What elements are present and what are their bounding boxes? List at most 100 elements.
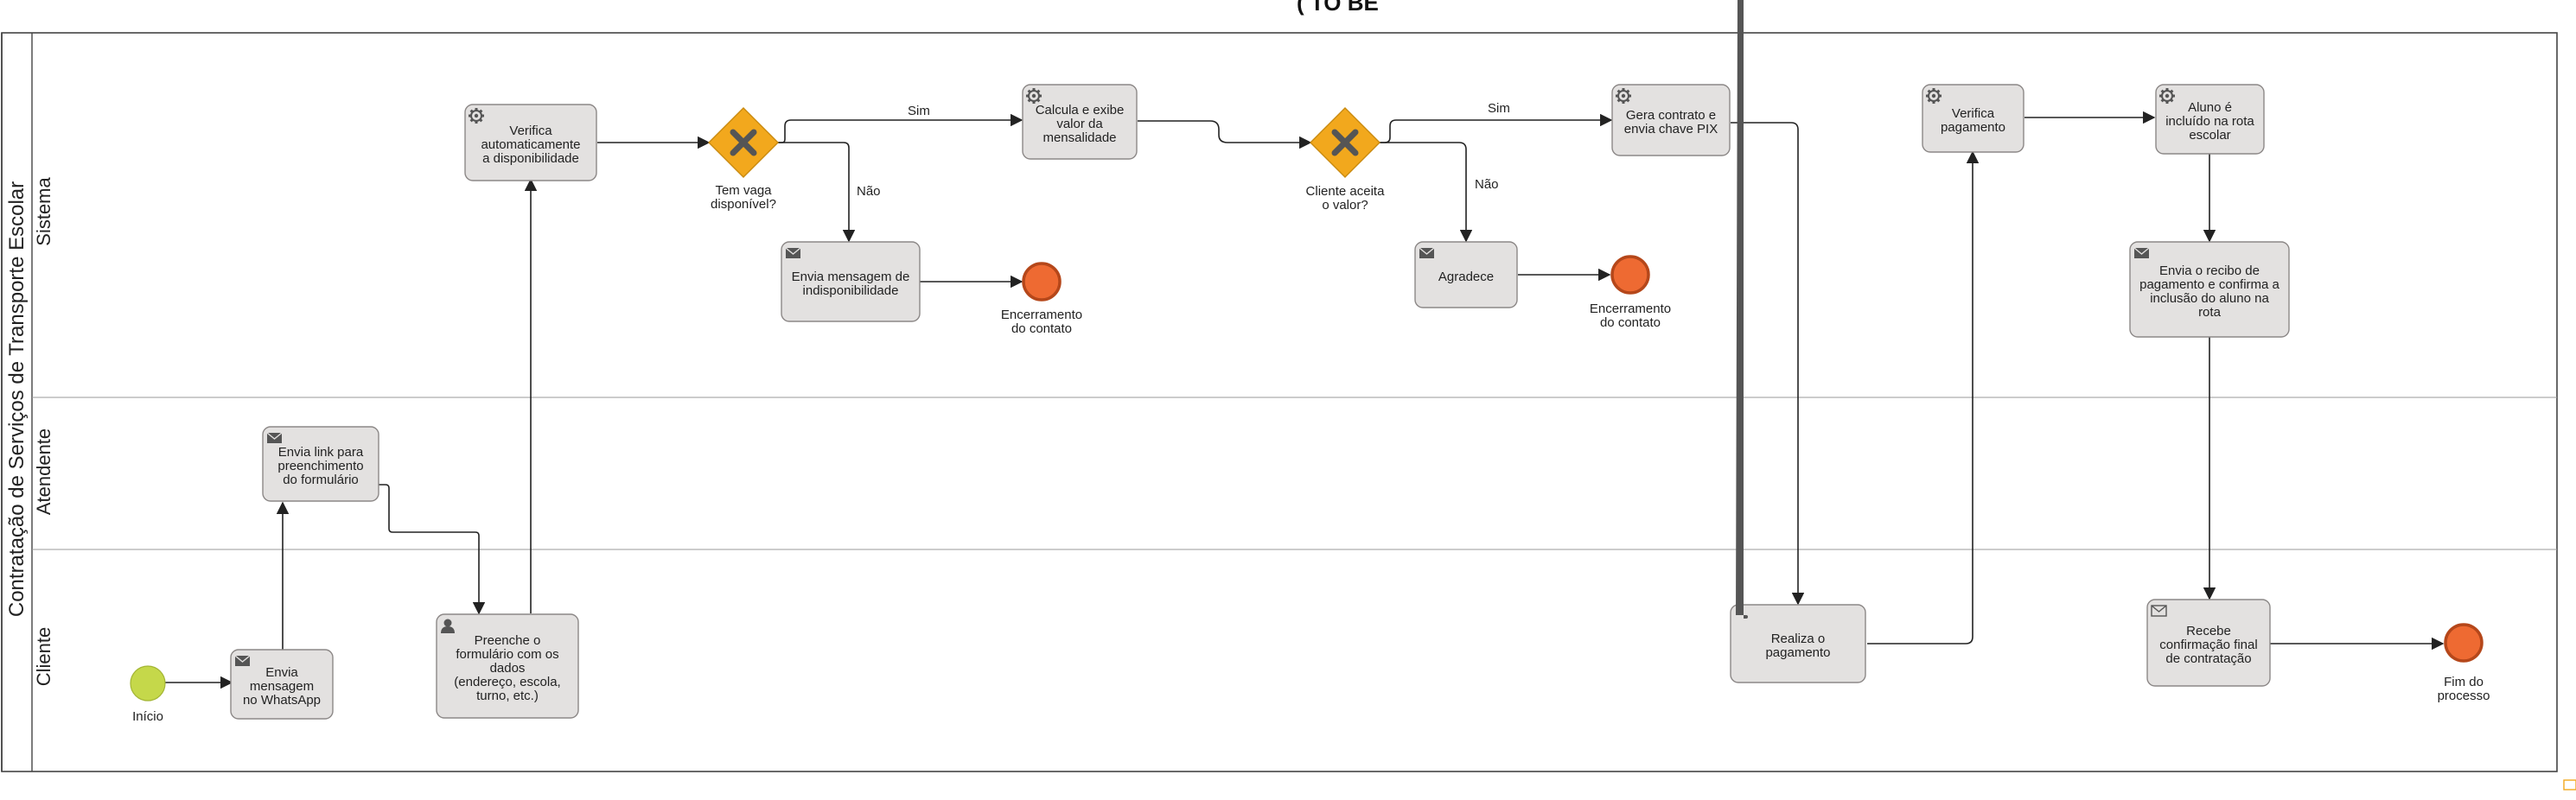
task-label-line: pagamento bbox=[1765, 645, 1830, 660]
task-label-line: do formulário bbox=[283, 473, 359, 487]
gear-icon bbox=[469, 108, 484, 124]
task-label-line: rota bbox=[2198, 305, 2222, 320]
lane-label-atendente: Atendente bbox=[33, 429, 54, 515]
envelope-filled-icon bbox=[2133, 247, 2150, 258]
flow-label-nao-2: Não bbox=[1475, 177, 1499, 192]
task-label-line: incluído na rota bbox=[2165, 114, 2254, 129]
event-label-line: processo bbox=[2438, 689, 2490, 703]
end-event-circle bbox=[1022, 262, 1062, 302]
gear-icon bbox=[1616, 88, 1631, 104]
task-label-line: mensalidade bbox=[1043, 130, 1116, 145]
hand-icon bbox=[1736, 0, 1748, 623]
corner-badge bbox=[2563, 779, 2576, 790]
task-label-line: Verifica bbox=[509, 124, 552, 138]
pool: Contratação de Serviços de Transporte Es… bbox=[1, 32, 2558, 772]
task-label-line: Verifica bbox=[1952, 106, 1995, 121]
envelope-filled-icon bbox=[234, 655, 251, 666]
task-label-line: mensagem bbox=[250, 679, 314, 694]
end-event-circle bbox=[1610, 255, 1650, 295]
task-label-line: Agradece bbox=[1438, 270, 1494, 284]
envelope-filled-icon bbox=[1419, 247, 1435, 258]
task-label-line: Envia link para bbox=[278, 445, 364, 460]
task-label-line: inclusão do aluno na bbox=[2150, 291, 2269, 306]
task-label-line: a disponibilidade bbox=[482, 151, 579, 166]
task-label-line: pagamento bbox=[1941, 120, 2005, 135]
event-label-line: do contato bbox=[1011, 321, 1072, 336]
task-label-line: automaticamente bbox=[481, 137, 580, 152]
sequence-flows bbox=[164, 111, 2445, 689]
envelope-outline-icon bbox=[2151, 605, 2167, 617]
task-label-line: indisponibilidade bbox=[803, 283, 899, 298]
pool-label: Contratação de Serviços de Transporte Es… bbox=[5, 181, 29, 617]
task-label-line: Aluno é bbox=[2188, 100, 2232, 115]
envelope-filled-icon bbox=[785, 247, 801, 258]
task-label-line: Envia o recibo de bbox=[2159, 263, 2260, 278]
gear-icon bbox=[2159, 88, 2175, 104]
task-label-line: dados bbox=[490, 661, 526, 676]
gear-icon bbox=[1926, 88, 1942, 104]
event-label-line: Encerramento bbox=[1590, 302, 1671, 316]
task-label-line: preenchimento bbox=[277, 459, 363, 473]
lane-label-cliente: Cliente bbox=[33, 627, 54, 686]
diagram-title: ( TO BE bbox=[1297, 0, 1379, 16]
event-label-line: do contato bbox=[1600, 315, 1661, 330]
task-label-line: confirmação final bbox=[2159, 638, 2257, 652]
task-label-line: Envia bbox=[265, 665, 298, 680]
task-label-line: valor da bbox=[1056, 117, 1103, 131]
gateway-label-line: Cliente aceita bbox=[1306, 184, 1386, 199]
task-label-line: formulário com os bbox=[456, 647, 558, 662]
event-label-line: Início bbox=[132, 709, 163, 724]
flow-label-nao-1: Não bbox=[857, 184, 881, 199]
gear-icon bbox=[1026, 88, 1042, 104]
flow-labels: Sim Não Sim Não bbox=[857, 101, 1510, 199]
task-label-line: escolar bbox=[2189, 128, 2230, 143]
task-label-line: Envia mensagem de bbox=[792, 270, 910, 284]
flow-label-sim-2: Sim bbox=[1488, 101, 1510, 116]
task-label-line: Calcula e exibe bbox=[1036, 103, 1125, 117]
x-icon bbox=[1331, 129, 1359, 156]
task-label-line: no WhatsApp bbox=[243, 693, 321, 708]
task-label-line: turno, etc.) bbox=[476, 689, 539, 703]
task-label-line: pagamento e confirma a bbox=[2139, 277, 2280, 292]
start-event-inicio[interactable]: Início bbox=[130, 665, 166, 724]
flow-label-sim-1: Sim bbox=[908, 104, 930, 118]
task-agradece[interactable]: Agradece bbox=[1414, 241, 1518, 308]
lane-label-sistema: Sistema bbox=[33, 177, 54, 246]
gateway-label-line: o valor? bbox=[1322, 198, 1368, 213]
task-label-line: Gera contrato e bbox=[1626, 108, 1716, 123]
event-label-line: Fim do bbox=[2444, 675, 2484, 689]
task-label-line: Realiza o bbox=[1771, 632, 1826, 646]
gateway-label-line: Tem vaga bbox=[715, 183, 772, 198]
event-label-line: Encerramento bbox=[1001, 308, 1082, 322]
gateway-label-line: disponível? bbox=[711, 197, 776, 212]
task-label-line: de contratação bbox=[2165, 651, 2251, 666]
task-label-line: (endereço, escola, bbox=[454, 675, 560, 689]
task-label-line: Recebe bbox=[2186, 624, 2231, 638]
x-icon bbox=[730, 129, 757, 156]
task-label-line: envia chave PIX bbox=[1624, 122, 1718, 137]
end-event-circle bbox=[2444, 623, 2484, 663]
task-label-line: Preenche o bbox=[475, 633, 541, 648]
envelope-filled-icon bbox=[266, 432, 283, 443]
